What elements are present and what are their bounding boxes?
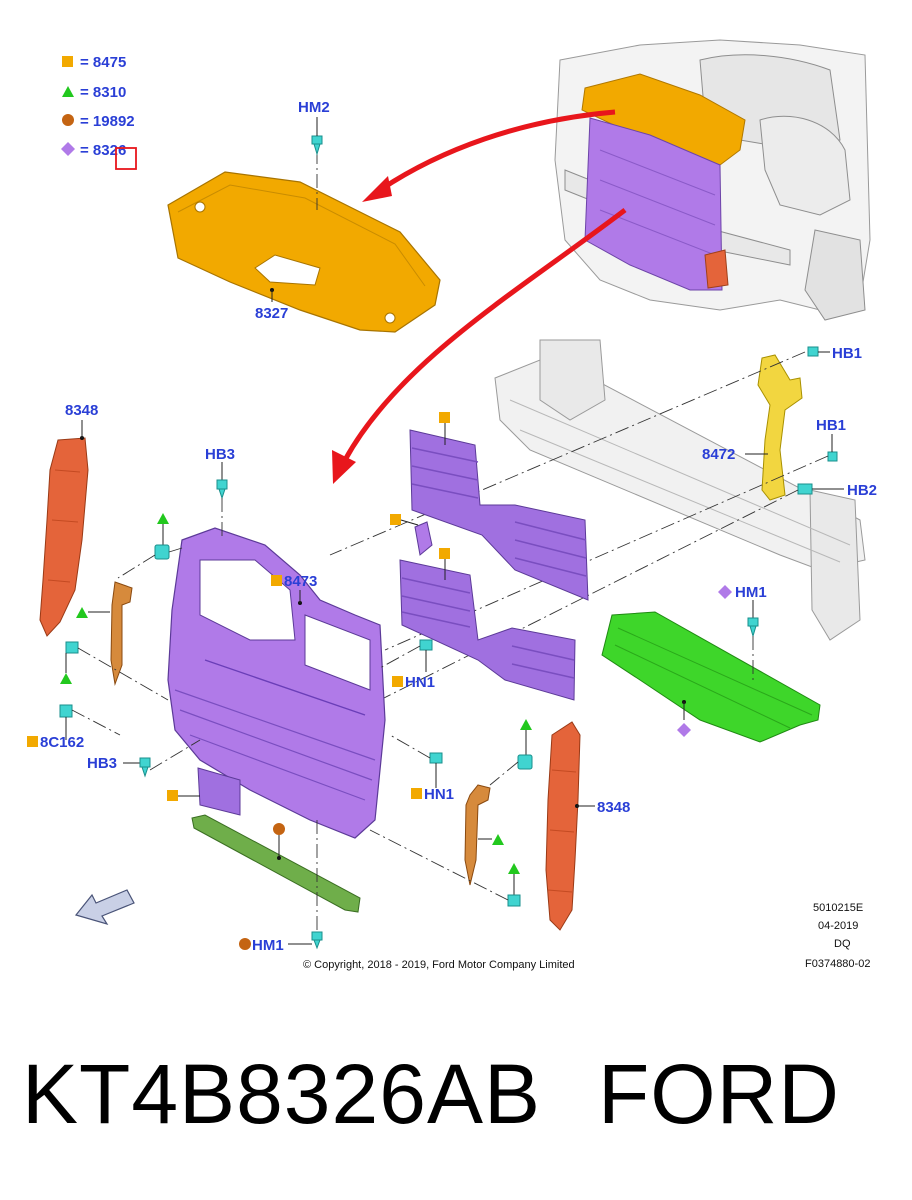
hb1-top-fastener-icon (807, 346, 819, 357)
label-hn1-top: HN1 (405, 674, 435, 691)
marker-triangle-icon (520, 719, 532, 730)
legend-diamond-icon (61, 142, 75, 156)
marker-triangle-icon (492, 834, 504, 845)
info-line-4: F0374880-02 (805, 958, 870, 970)
legend-text-19892: = 19892 (80, 113, 135, 130)
hb3-top-fastener-icon (216, 479, 228, 500)
legend-square-icon (62, 56, 73, 67)
right-side-deflector-part (545, 721, 581, 931)
label-hb3-top: HB3 (205, 446, 235, 463)
hn1-top-fastener-icon (419, 639, 433, 651)
hm1-bottom-fastener-icon (311, 931, 323, 950)
marker-circle-icon (239, 938, 251, 950)
marker-square-icon (411, 788, 422, 799)
legend-text-8326: = 8326 (80, 142, 126, 159)
label-8348-right: 8348 (597, 799, 630, 816)
marker-square-icon (167, 790, 178, 801)
marker-triangle-icon (508, 863, 520, 874)
exploded-parts-diagram: = 8475 = 8310 = 19892 = 8326 (27, 39, 877, 971)
marker-square-icon (390, 514, 401, 525)
right-small-bracket-part (464, 784, 491, 886)
label-8327: 8327 (255, 305, 288, 322)
shutter-actuator-part (414, 521, 433, 556)
legend-text-8475: = 8475 (80, 54, 126, 71)
upper-shutter-part (409, 429, 589, 601)
legend-circle-icon (62, 114, 74, 126)
marker-square-icon (392, 676, 403, 687)
part-number-text: KT4B8326AB (22, 1047, 542, 1141)
marker-square-icon (271, 575, 282, 586)
red-arrow-lower-head (332, 450, 356, 484)
label-8473: 8473 (284, 573, 317, 590)
hm2-fastener-icon (311, 135, 323, 156)
marker-triangle-icon (60, 673, 72, 684)
label-8c162: 8C162 (40, 734, 84, 751)
marker-diamond-icon (718, 585, 732, 599)
marker-diamond-icon (677, 723, 691, 737)
clip-fastener-icon (517, 754, 533, 770)
copyright-text: © Copyright, 2018 - 2019, Ford Motor Com… (303, 959, 575, 971)
label-hm1-right: HM1 (735, 584, 767, 601)
marker-square-icon (439, 412, 450, 423)
marker-circle-icon (273, 823, 285, 835)
label-hb1-top: HB1 (832, 345, 862, 362)
label-hm1-bottom: HM1 (252, 937, 284, 954)
info-line-2: 04-2019 (818, 920, 858, 932)
hn1-bottom-fastener-icon (429, 752, 443, 764)
clip-fastener-icon (65, 641, 79, 654)
left-small-bracket-part (110, 581, 133, 686)
upper-shield-part (167, 171, 441, 333)
left-side-deflector-part (39, 437, 89, 637)
label-hn1-bottom: HN1 (424, 786, 454, 803)
legend-text-8310: = 8310 (80, 84, 126, 101)
bracket-8472-part (757, 354, 803, 501)
hb3-bottom-fastener-icon (139, 757, 151, 778)
hb1-mid-fastener-icon (827, 451, 838, 462)
red-arrow-upper (378, 109, 616, 193)
vehicle-front-direction-arrow-icon (74, 889, 135, 926)
clip-8c162-fastener-icon (59, 704, 73, 718)
legend-triangle-icon (62, 86, 74, 97)
marker-square-icon (439, 548, 450, 559)
bumper-beam-part (494, 339, 866, 641)
label-hb3-bottom: HB3 (87, 755, 117, 772)
hb2-fastener-icon (797, 483, 813, 495)
clip-fastener-icon (154, 544, 170, 560)
label-hm2: HM2 (298, 99, 330, 116)
info-line-3: DQ (834, 938, 851, 950)
marker-triangle-icon (157, 513, 169, 524)
deflector-frame-part (167, 527, 386, 839)
marker-square-icon (27, 736, 38, 747)
vehicle-front-illustration (554, 39, 871, 321)
clip-fastener-icon (507, 894, 521, 907)
highlight-box (115, 147, 137, 170)
marker-triangle-icon (76, 607, 88, 618)
lower-shutter-part (399, 559, 576, 701)
lower-blank-plate-part (197, 767, 241, 816)
legend: = 8475 = 8310 = 19892 = 8326 (61, 54, 137, 170)
red-arrow-lower (342, 208, 627, 462)
red-arrow-upper-head (362, 176, 392, 202)
brand-text: FORD (598, 1047, 840, 1141)
lower-splash-shield-part (601, 611, 821, 743)
info-line-1: 5010215E (813, 902, 863, 914)
label-hb2: HB2 (847, 482, 877, 499)
red-arrows (332, 109, 627, 484)
label-8472: 8472 (702, 446, 735, 463)
label-8348-left: 8348 (65, 402, 98, 419)
hm1-right-fastener-icon (747, 617, 759, 638)
lower-seal-strip-part (191, 814, 361, 913)
label-hb1-mid: HB1 (816, 417, 846, 434)
